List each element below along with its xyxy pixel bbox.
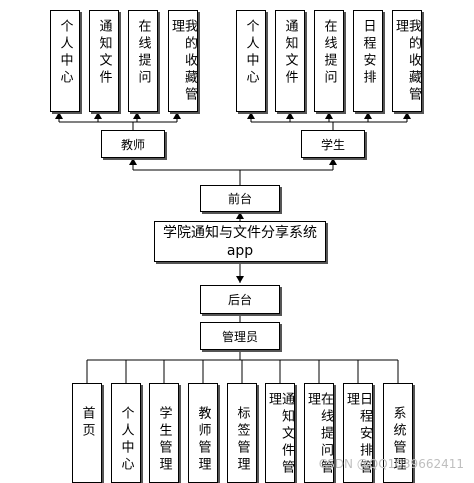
module-label: 在线提问 (135, 19, 151, 87)
arrow-up-icon (247, 112, 255, 119)
module-label: 通知文件管理 (266, 392, 294, 477)
module-label: 我的收藏管理 (169, 19, 197, 104)
student-module-1: 通知文件 (275, 10, 305, 112)
admin-module-8: 系统管理 (383, 383, 413, 483)
teacher-module-3: 我的收藏管理 (168, 10, 198, 112)
admin-module-1: 个人中心 (111, 383, 141, 483)
arrow-up-icon (329, 158, 337, 165)
arrow-up-icon (129, 158, 137, 165)
arrow-down-icon (236, 276, 244, 283)
teacher-label: 教师 (120, 137, 145, 152)
student-module-3: 日程安排 (353, 10, 383, 112)
module-label: 个人中心 (243, 19, 259, 87)
frontend-label: 前台 (227, 192, 252, 206)
module-label: 个人中心 (118, 406, 134, 474)
student-module-0: 个人中心 (236, 10, 266, 112)
backend-box: 后台 (200, 285, 280, 314)
admin-module-0: 首页 (72, 383, 102, 483)
arrow-up-icon (94, 112, 102, 119)
module-label: 标签管理 (234, 406, 250, 474)
module-label: 日程安排管理 (344, 392, 372, 477)
teacher-module-2: 在线提问 (128, 10, 158, 112)
module-label: 教师管理 (195, 406, 211, 474)
student-label: 学生 (320, 137, 345, 152)
teacher-box: 教师 (101, 130, 165, 158)
system-title: 学院通知与文件分享系统app (163, 224, 317, 259)
module-label: 个人中心 (57, 19, 73, 87)
arrow-up-icon (364, 112, 372, 119)
module-label: 系统管理 (390, 406, 406, 474)
module-label: 我的收藏管理 (393, 19, 421, 104)
module-label: 学生管理 (156, 406, 172, 474)
admin-module-2: 学生管理 (149, 383, 179, 483)
arrow-up-icon (403, 112, 411, 119)
admin-module-4: 标签管理 (227, 383, 257, 483)
arrow-up-icon (55, 112, 63, 119)
module-label: 在线提问 (321, 19, 337, 87)
admin-module-3: 教师管理 (188, 383, 218, 483)
module-label: 通知文件 (96, 19, 112, 87)
student-module-4: 我的收藏管理 (392, 10, 422, 112)
admin-module-7: 日程安排管理 (343, 383, 373, 483)
arrow-up-icon (236, 212, 244, 219)
arrow-up-icon (173, 112, 181, 119)
teacher-module-0: 个人中心 (50, 10, 80, 112)
module-label: 首页 (79, 406, 95, 440)
backend-label: 后台 (227, 293, 252, 307)
admin-module-6: 在线提问管理 (304, 383, 334, 483)
arrow-up-icon (325, 112, 333, 119)
frontend-box: 前台 (200, 185, 280, 212)
admin-label: 管理员 (221, 329, 258, 344)
student-module-2: 在线提问 (314, 10, 344, 112)
teacher-module-1: 通知文件 (89, 10, 119, 112)
module-label: 在线提问管理 (305, 392, 333, 477)
admin-box: 管理员 (200, 322, 280, 350)
admin-module-5: 通知文件管理 (265, 383, 295, 483)
module-label: 通知文件 (282, 19, 298, 87)
student-box: 学生 (301, 130, 365, 158)
system-box: 学院通知与文件分享系统app (154, 221, 326, 262)
arrow-up-icon (133, 112, 141, 119)
watermark: CSDN @QQ1039662411 (318, 457, 464, 471)
module-label: 日程安排 (360, 19, 376, 87)
arrow-up-icon (286, 112, 294, 119)
